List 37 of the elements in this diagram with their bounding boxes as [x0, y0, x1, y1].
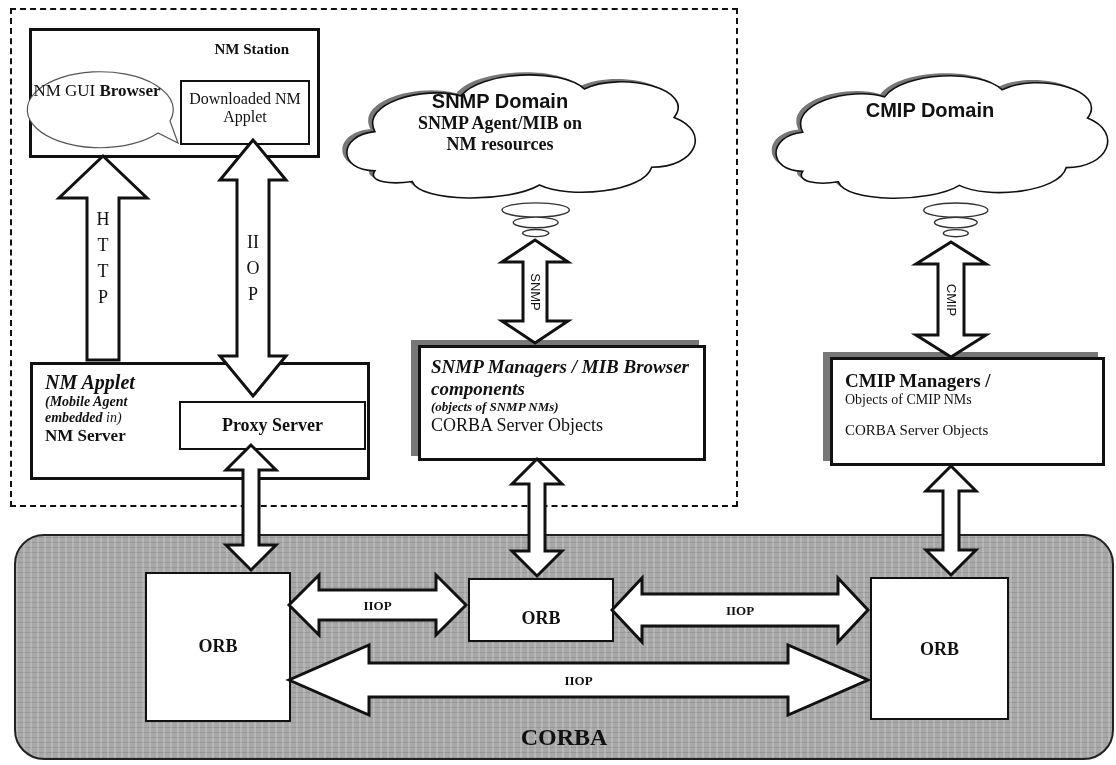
- edge-label: CMIP: [944, 283, 958, 316]
- block-arrow: [285, 642, 872, 718]
- box-note: (objects of SNMP NMs): [431, 399, 560, 415]
- box-subtitle: NM Server: [45, 426, 127, 446]
- orb-box: [468, 578, 614, 642]
- block-arrow: [497, 238, 573, 345]
- box-title: NM Applet: [45, 371, 137, 394]
- orb-box: [145, 572, 291, 722]
- block-arrow: [910, 240, 992, 359]
- box-label: ORB: [520, 608, 562, 629]
- block-arrow: [286, 571, 469, 639]
- station-box: [29, 28, 320, 158]
- cloud-title: SNMP Domain: [430, 90, 570, 113]
- cloud-title: CMIP Domain: [864, 99, 996, 122]
- box-label: CORBA Server Objects: [431, 414, 604, 436]
- proxy-box: [179, 401, 366, 450]
- box-note: (Mobile Agent embedded in): [45, 394, 129, 427]
- server-box: [30, 362, 370, 480]
- block-arrow: [508, 456, 566, 579]
- block-arrow: [222, 442, 280, 573]
- box-label: ORB: [919, 639, 960, 660]
- box-label: Proxy Server: [220, 415, 325, 436]
- block-arrow: [609, 574, 871, 646]
- box-note: Objects of CMIP NMs: [845, 391, 973, 408]
- cloud-label: SNMP Agent/MIB on NM resources: [417, 113, 583, 155]
- box-title: SNMP Managers / MIB Browser components: [431, 356, 690, 400]
- block-arrow: [922, 463, 980, 578]
- box-label: Downloaded NM Applet: [188, 90, 302, 127]
- band-label: CORBA: [519, 724, 609, 752]
- edge-label: SNMP: [528, 272, 542, 311]
- box-title: CMIP Managers /: [845, 370, 992, 392]
- applet-box: [180, 80, 310, 145]
- box-label: CORBA Server Objects: [845, 421, 990, 440]
- box-label: ORB: [197, 636, 239, 657]
- bubble-label: NM GUI Browser: [32, 81, 162, 101]
- box-title: NM Station: [214, 41, 289, 59]
- orb-box: [870, 577, 1009, 720]
